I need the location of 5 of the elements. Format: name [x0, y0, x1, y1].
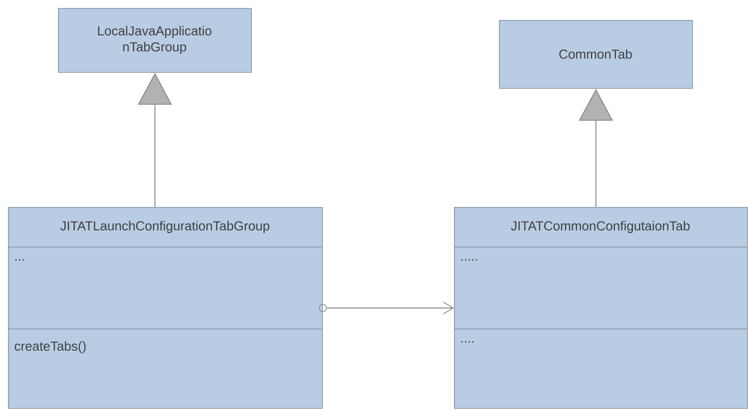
class-box: CommonTab [499, 20, 693, 89]
association-arrow [318, 302, 454, 314]
class-box: LocalJavaApplicatio nTabGroup [58, 8, 252, 73]
class-box: JITATLaunchConfigurationTabGroup ... createTabs() [8, 206, 323, 409]
class-box: JITATCommonConfigutaionTab ..... .... [454, 206, 748, 409]
